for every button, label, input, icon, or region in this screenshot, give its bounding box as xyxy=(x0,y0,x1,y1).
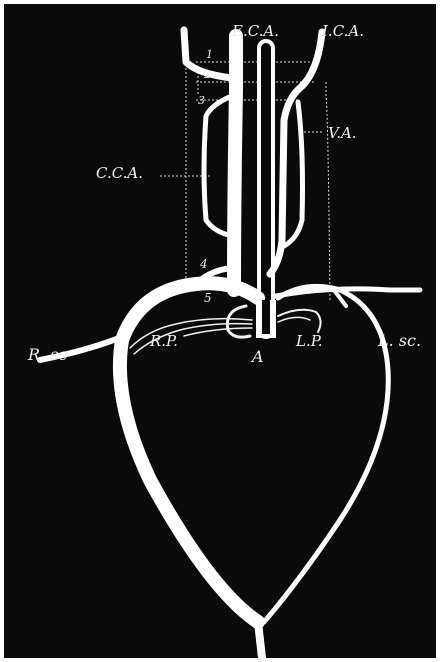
arch-number-3: 3 xyxy=(198,94,205,107)
label-cca: C.C.A. xyxy=(96,164,143,182)
label-ica: I.C.A. xyxy=(321,22,364,40)
label-eca: E.C.A. xyxy=(231,22,279,40)
left-common-carotid xyxy=(234,36,236,290)
label-lsc: L. sc. xyxy=(377,331,421,350)
arch-number-2: 2 xyxy=(203,68,211,81)
label-rsc: R. sc xyxy=(27,345,67,364)
label-va: V.A. xyxy=(328,124,357,142)
dorsal-aorta xyxy=(258,622,262,658)
label-rp: R.P. xyxy=(149,332,178,350)
aortic-root-lumen xyxy=(262,300,270,334)
arch-number-1: 1 xyxy=(206,48,213,61)
arch-number-5: 5 xyxy=(204,291,212,305)
label-a: A xyxy=(250,347,264,366)
label-lp: L.P. xyxy=(295,332,323,350)
arch-number-4: 4 xyxy=(199,257,208,271)
